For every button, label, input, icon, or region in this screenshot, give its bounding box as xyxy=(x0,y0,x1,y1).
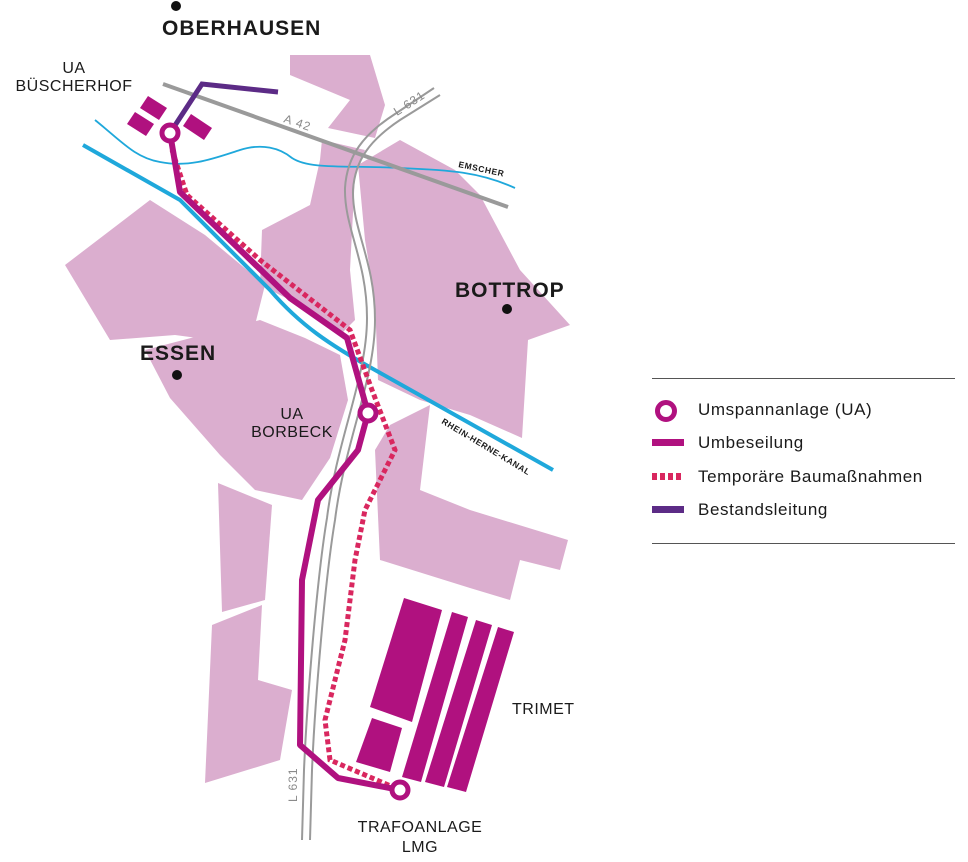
oberhausen-dot xyxy=(171,1,181,11)
label-trimet: TRIMET xyxy=(512,701,575,718)
legend-label: Umspannanlage (UA) xyxy=(698,400,873,419)
legend-label: Bestandsleitung xyxy=(698,500,828,519)
area-center-north xyxy=(260,140,365,335)
bestandsleitung-line xyxy=(167,81,279,135)
label-oberhausen: OBERHAUSEN xyxy=(162,17,321,40)
urban-areas xyxy=(65,55,570,783)
ua-borbeck-substation-icon xyxy=(357,402,379,424)
area-sw-1 xyxy=(218,483,272,612)
legend-label: Umbeseilung xyxy=(698,433,804,452)
legend-label: Temporäre Baumaßnahmen xyxy=(698,467,923,486)
label-ua-borbeck-2: BORBECK xyxy=(251,424,333,441)
solid-magenta-line-icon xyxy=(652,439,684,446)
essen-dot xyxy=(172,370,182,380)
legend-item-umbeseilung: Umbeseilung xyxy=(652,431,804,455)
label-bottrop: BOTTROP xyxy=(455,279,565,302)
buescherhof-switchgear xyxy=(127,96,212,140)
label-l631-bottom: L 631 xyxy=(286,767,300,802)
label-trafoanlage-lmg-1: TRAFOANLAGE xyxy=(358,819,483,836)
substation-ring-icon xyxy=(655,400,677,422)
trafoanlage-lmg-substation-icon xyxy=(389,779,411,801)
emscher-river xyxy=(94,119,516,189)
legend-item-bestand: Bestandsleitung xyxy=(652,498,828,522)
solid-purple-line-icon xyxy=(652,506,684,513)
area-north-small xyxy=(290,55,385,138)
ua-buescherhof-substation-icon xyxy=(159,122,181,144)
area-bottrop xyxy=(358,140,570,438)
area-sw-2 xyxy=(205,605,292,783)
legend-item-umspannanlage: Umspannanlage (UA) xyxy=(652,398,872,422)
label-trafoanlage-lmg-2: LMG xyxy=(402,839,438,856)
label-ua-buescherhof-1: UA xyxy=(62,60,85,77)
area-essen xyxy=(145,320,348,500)
bottrop-dot xyxy=(502,304,512,314)
umbeseilung-line xyxy=(167,132,401,793)
trimet-site xyxy=(356,598,514,792)
label-essen: ESSEN xyxy=(140,342,216,365)
label-ua-borbeck-1: UA xyxy=(280,406,303,423)
area-west xyxy=(65,200,265,345)
map-legend: Umspannanlage (UA) Umbeseilung Temporäre… xyxy=(652,378,955,544)
l631-road-east xyxy=(309,94,441,841)
temporaere-baumassnahmen-line xyxy=(169,149,401,793)
rhein-herne-kanal xyxy=(82,143,554,472)
label-ua-buescherhof-2: BÜSCHERHOF xyxy=(15,77,132,95)
legend-item-temporaer: Temporäre Baumaßnahmen xyxy=(652,465,923,489)
area-east-mid xyxy=(375,405,568,600)
dotted-red-line-icon xyxy=(652,473,684,480)
a42-road xyxy=(162,82,509,209)
